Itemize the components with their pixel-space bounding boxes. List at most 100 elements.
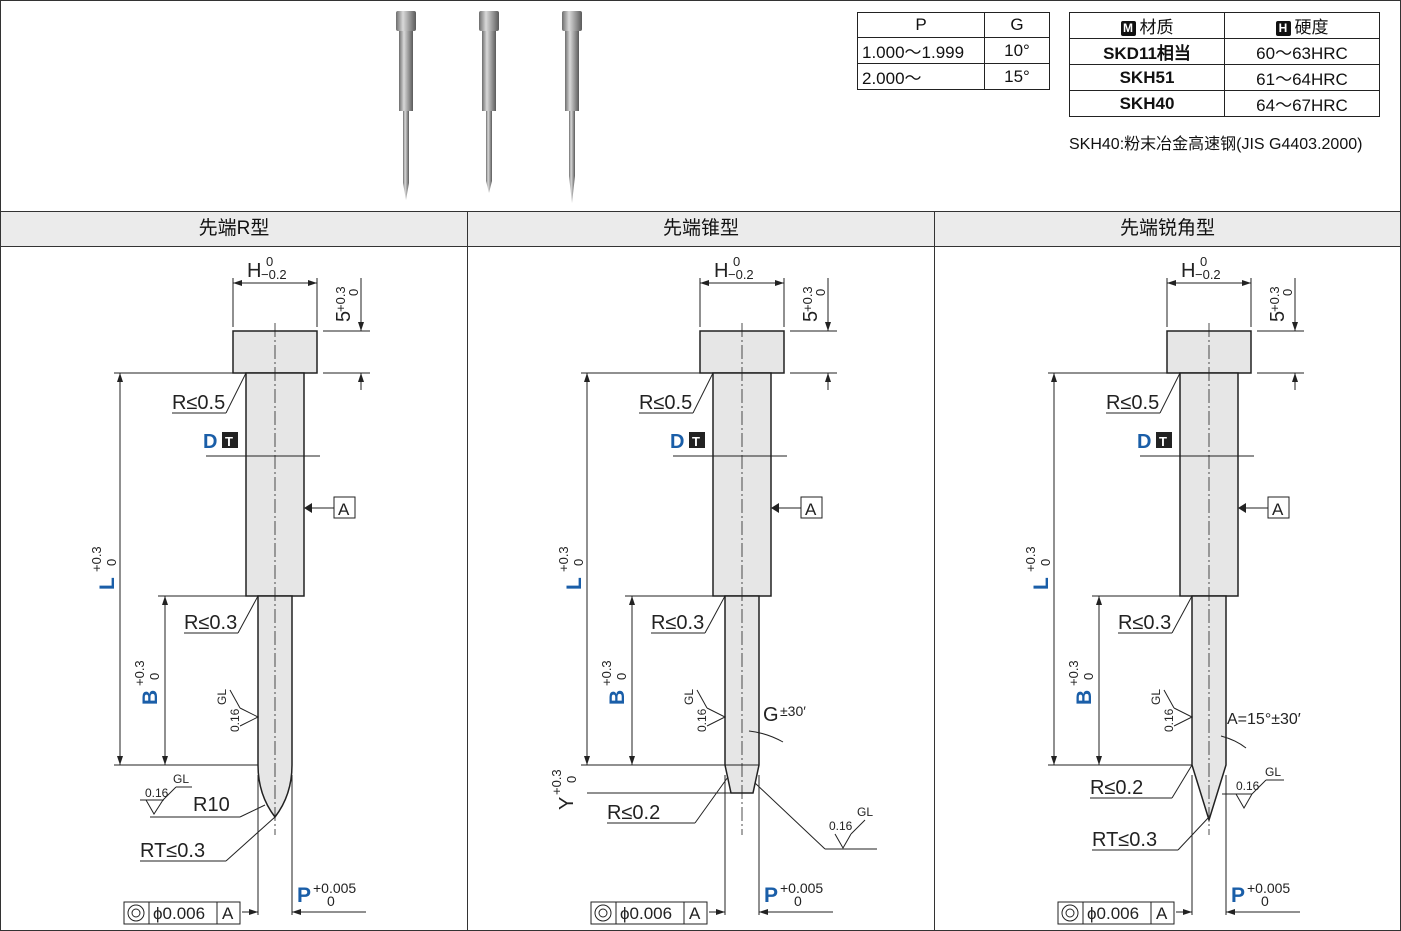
label-b: B	[606, 690, 629, 705]
tolerance-t-icon	[1156, 432, 1172, 448]
leader-line	[754, 782, 826, 850]
label-p-tol-up: +0.005	[1247, 880, 1290, 896]
label-head5: 5	[1267, 311, 1289, 322]
arrowhead	[825, 373, 831, 382]
label-head5-tol-low: 0	[1280, 289, 1295, 296]
leader-line	[1171, 595, 1193, 634]
label-r10: R10	[193, 794, 230, 816]
label-y-tol-low: 0	[564, 776, 579, 783]
arrowhead	[117, 756, 123, 765]
label-concentricity-ref: A	[222, 904, 234, 923]
label-t: T	[225, 434, 233, 449]
label-r02: R≤0.2	[607, 802, 660, 824]
datum-triangle	[304, 503, 312, 513]
roughness-symbol	[706, 707, 727, 727]
label-d: D	[1137, 431, 1151, 453]
label-head5-tol-low: 0	[346, 289, 361, 296]
label-l-tol-up: +0.3	[1023, 546, 1038, 572]
label-h-tol-low: −0.2	[1195, 267, 1221, 282]
label-concentricity: ϕ0.006	[153, 904, 205, 923]
label-concentricity: ϕ0.006	[1087, 904, 1139, 923]
datum-box	[800, 496, 823, 519]
arrowhead	[308, 280, 317, 286]
label-gl: GL	[1149, 689, 1163, 705]
angle-arc	[748, 730, 784, 743]
label-h: H	[247, 260, 261, 282]
label-l: L	[1030, 577, 1053, 590]
label-roughness: 0.16	[1162, 708, 1176, 732]
label-gl: GL	[857, 805, 873, 819]
arrowhead	[1051, 756, 1057, 765]
arrowhead	[1183, 909, 1192, 915]
label-gl: GL	[173, 772, 189, 786]
label-p-tol-up: +0.005	[780, 880, 823, 896]
arrowhead	[1292, 322, 1298, 331]
arrowhead	[1051, 373, 1057, 382]
arrowhead	[358, 322, 364, 331]
label-p: P	[297, 884, 311, 907]
concentricity-icon-inner	[598, 908, 608, 918]
roughness-symbol-line	[696, 689, 708, 709]
label-gl: GL	[1265, 765, 1281, 779]
datum-box	[333, 496, 356, 519]
label-roughness: 0.16	[695, 708, 709, 732]
label-r03: R≤0.3	[1118, 612, 1171, 634]
label-b-tol-up: +0.3	[599, 660, 614, 686]
label-concentricity-ref: A	[1156, 904, 1168, 923]
roughness-symbol	[1173, 707, 1194, 727]
label-rt03: RT≤0.3	[1092, 829, 1157, 851]
arrowhead	[775, 280, 784, 286]
concentricity-frame	[590, 901, 708, 925]
label-h-tol-up: 0	[733, 254, 740, 269]
label-t: T	[692, 434, 700, 449]
label-datum-a: A	[338, 500, 350, 519]
table-cell: 1.000～1.999	[857, 37, 985, 64]
label-l-tol-up: +0.3	[89, 546, 104, 572]
arrowhead	[759, 909, 768, 915]
arrowhead	[700, 280, 709, 286]
tolerance-t-icon	[689, 432, 705, 448]
panel-title-r-tip: 先端R型	[1, 211, 467, 247]
label-l-tol-up: +0.3	[556, 546, 571, 572]
label-b-tol-up: +0.3	[1066, 660, 1081, 686]
label-h-tol-up: 0	[1200, 254, 1207, 269]
label-l-tol-low: 0	[571, 559, 586, 566]
roughness-symbol	[1235, 793, 1253, 810]
label-t: T	[1159, 434, 1167, 449]
concentricity-icon-inner	[131, 908, 141, 918]
arrowhead	[233, 280, 242, 286]
leader-line	[704, 595, 726, 634]
label-head5-tol: +0.3	[1267, 286, 1282, 312]
concentricity-frame	[1057, 901, 1175, 925]
label-a-angle: A=15°±30′	[1227, 711, 1301, 728]
angle-arc	[1220, 735, 1247, 749]
label-l: L	[96, 577, 119, 590]
datum-box	[1267, 496, 1290, 519]
leader-line	[1177, 816, 1210, 851]
label-b-tol-low: 0	[1081, 673, 1096, 680]
roughness-symbol-line	[229, 689, 241, 709]
arrowhead	[629, 756, 635, 765]
label-h: H	[714, 260, 728, 282]
leader-line	[225, 816, 276, 862]
table-cell: 10°	[984, 37, 1050, 64]
label-r05: R≤0.5	[1106, 392, 1159, 414]
arrowhead	[584, 373, 590, 382]
arrowhead	[162, 756, 168, 765]
label-p: P	[1231, 884, 1245, 907]
datum-triangle	[771, 503, 779, 513]
label-y-tol-up: +0.3	[549, 769, 564, 795]
label-gl: GL	[682, 689, 696, 705]
arrowhead	[1242, 280, 1251, 286]
label-concentricity-ref: A	[689, 904, 701, 923]
label-y: Y	[556, 797, 578, 810]
label-r03: R≤0.3	[651, 612, 704, 634]
leader-line	[692, 372, 714, 414]
arrowhead	[1096, 596, 1102, 605]
arrowhead	[292, 909, 301, 915]
label-b: B	[139, 690, 162, 705]
label-r02: R≤0.2	[1090, 777, 1143, 799]
label-b-tol-low: 0	[614, 673, 629, 680]
pitch-angle-table: P G 1.000～1.999 10° 2.000～ 15°	[857, 12, 1050, 90]
